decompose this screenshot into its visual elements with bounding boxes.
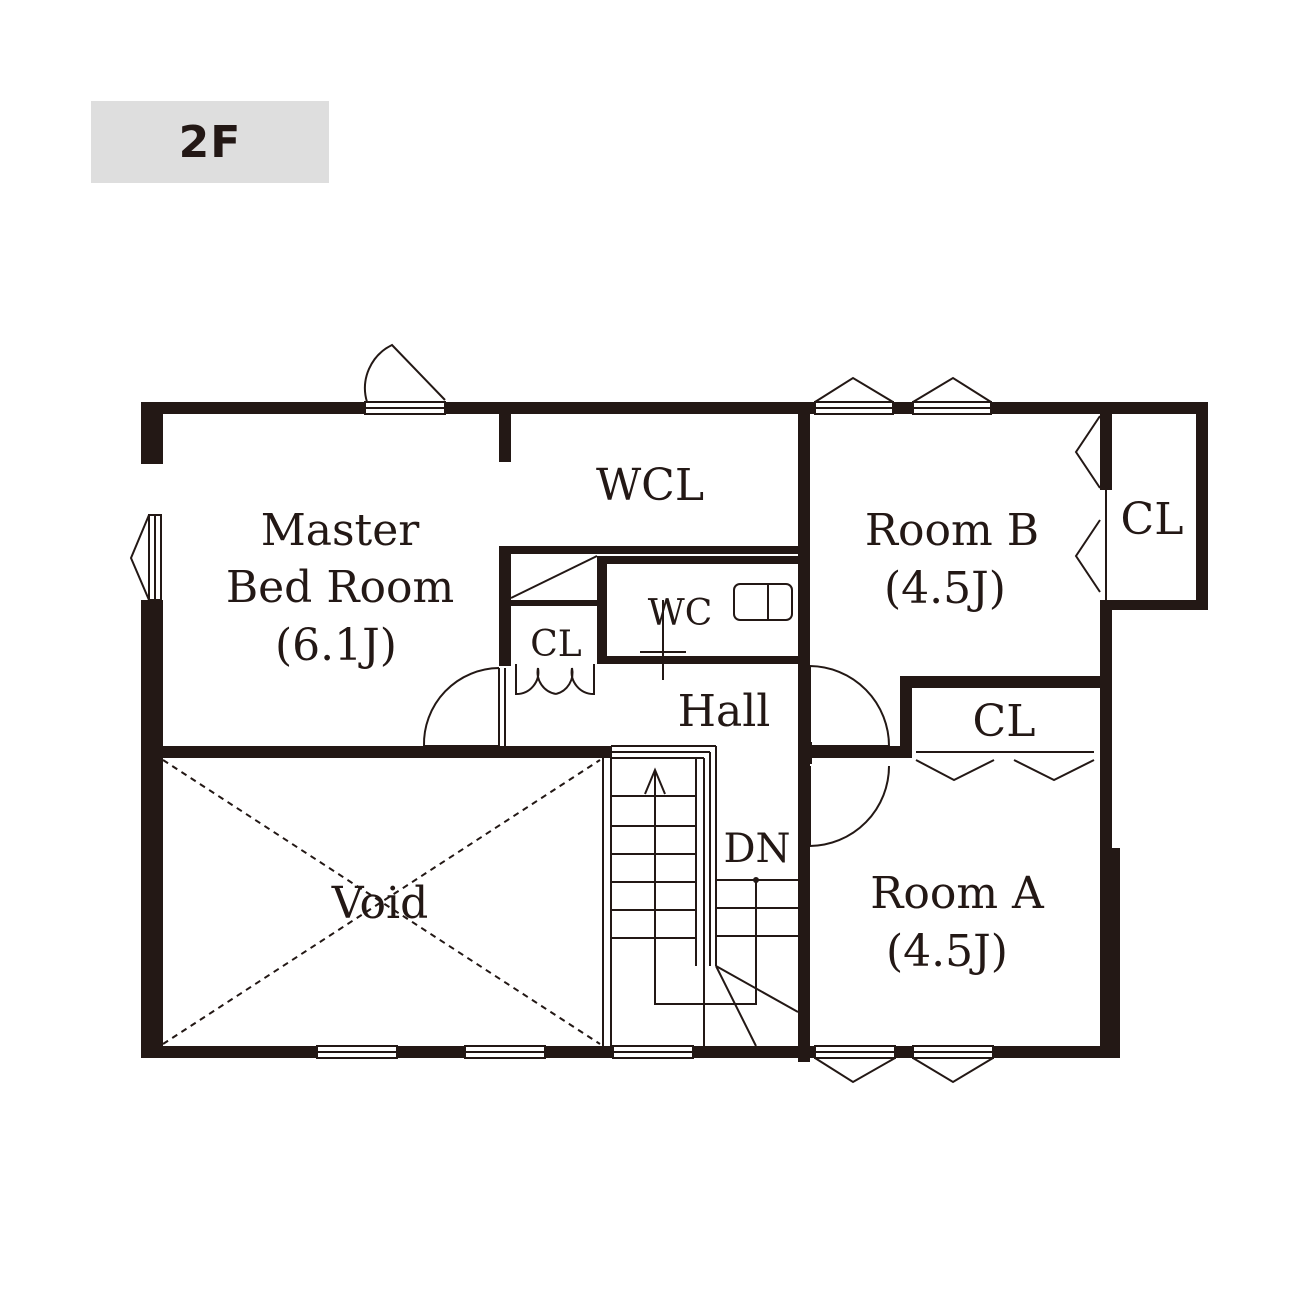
room-a-label: Room A: [870, 868, 1045, 919]
wc-label: WC: [648, 593, 713, 634]
void-cross: [162, 759, 601, 1045]
door-swings: [129, 343, 1107, 1084]
cl-hall-label: CL: [973, 696, 1036, 747]
toilet-fixture: [612, 583, 793, 680]
interior-walls: [141, 410, 1112, 1062]
windows: [148, 401, 994, 1059]
stairs: [602, 745, 799, 1047]
cl-small-label: CL: [530, 624, 582, 665]
wcl-label: WCL: [596, 460, 704, 511]
master-label-line2: Bed Room: [226, 562, 454, 613]
room-b-label: Room B: [865, 505, 1039, 556]
shelf: [510, 555, 598, 599]
floor-label: 2F: [91, 101, 329, 183]
room-labels: Master Bed Room (6.1J) WCL Room B (4.5J)…: [226, 460, 1184, 977]
void-label: Void: [331, 878, 428, 929]
stairs-dn-label: DN: [723, 826, 790, 872]
room-a-size: (4.5J): [886, 926, 1008, 977]
hall-label: Hall: [678, 686, 771, 737]
cl-room-b-label: CL: [1121, 494, 1184, 545]
master-label-line1: Master: [261, 505, 421, 556]
room-b-size: (4.5J): [884, 563, 1006, 614]
master-label-size: (6.1J): [275, 620, 397, 671]
